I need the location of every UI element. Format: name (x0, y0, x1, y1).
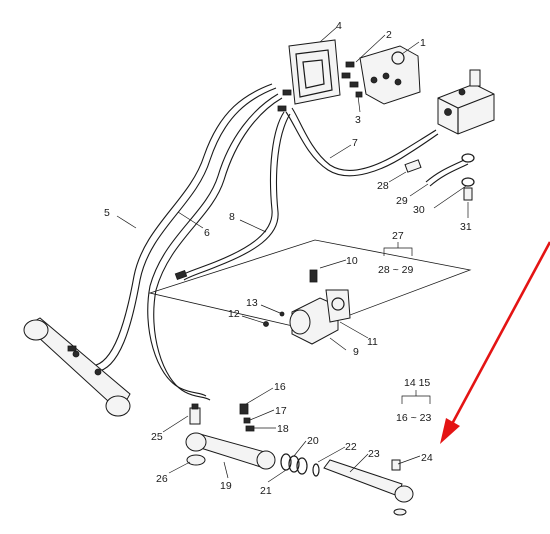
callout-9: 9 (353, 346, 359, 358)
callout-23: 23 (368, 448, 380, 460)
callout-31: 31 (460, 221, 472, 233)
callout-12: 12 (228, 308, 240, 320)
fittings-part-2-3 (277, 61, 363, 112)
priority-valve (437, 69, 495, 135)
callout-5: 5 (104, 207, 110, 219)
grease-nipple-part-24 (391, 459, 401, 471)
hose-part-7 (285, 107, 439, 177)
callout-24: 24 (421, 452, 433, 464)
piston-rod-part-23 (323, 459, 414, 516)
hose-part-5 (91, 83, 277, 373)
kit-27-range: 28 ~ 29 (378, 264, 413, 276)
kit-bracket-27 (383, 242, 413, 256)
fittings-part-28-31 (404, 153, 475, 201)
callout-2: 2 (386, 29, 392, 41)
cylinder-barrel-part-19 (185, 432, 276, 470)
highlight-arrow (440, 241, 550, 444)
callout-26: 26 (156, 473, 168, 485)
callout-16: 16 (274, 381, 286, 393)
callout-29: 29 (396, 195, 408, 207)
fitting-part-25 (189, 403, 201, 425)
callout-8: 8 (229, 211, 235, 223)
callout-21: 21 (260, 485, 272, 497)
callout-18: 18 (277, 423, 289, 435)
left-steering-cylinder (23, 317, 131, 417)
callout-1: 1 (420, 37, 426, 49)
callout-19: 19 (220, 480, 232, 492)
callout-30: 30 (413, 204, 425, 216)
callout-labels: 1 2 3 4 5 6 7 8 9 10 11 12 13 16 17 18 1… (104, 20, 472, 497)
callout-7: 7 (352, 137, 358, 149)
callout-22: 22 (345, 441, 357, 453)
callout-10: 10 (346, 255, 358, 267)
hose-part-6 (147, 93, 283, 401)
fitting-part-16-17-18 (239, 403, 255, 432)
kit-27-label: 27 (392, 230, 404, 242)
callout-4: 4 (336, 20, 342, 32)
leader-lines (116, 26, 469, 483)
kit-bracket-14-15 (401, 390, 431, 404)
callout-3: 3 (355, 114, 361, 126)
callout-17: 17 (275, 405, 287, 417)
steering-unit-part-1 (359, 45, 421, 105)
callout-28: 28 (377, 180, 389, 192)
oring-part-13 (279, 311, 285, 317)
hydraulic-pump-part-9 (289, 269, 351, 345)
steering-bracket-part-4 (288, 39, 341, 105)
kit-14-15-range: 16 ~ 23 (396, 412, 431, 424)
assembly-outline (148, 239, 472, 331)
washer-part-12 (263, 321, 269, 327)
callout-25: 25 (151, 431, 163, 443)
oring-part-22 (312, 463, 320, 477)
callout-13: 13 (246, 297, 258, 309)
callout-20: 20 (307, 435, 319, 447)
callout-6: 6 (204, 227, 210, 239)
kit-14-15-label: 14 15 (404, 377, 430, 389)
washer-part-26 (186, 454, 206, 466)
hose-part-8 (174, 111, 291, 281)
callout-11: 11 (367, 336, 378, 348)
